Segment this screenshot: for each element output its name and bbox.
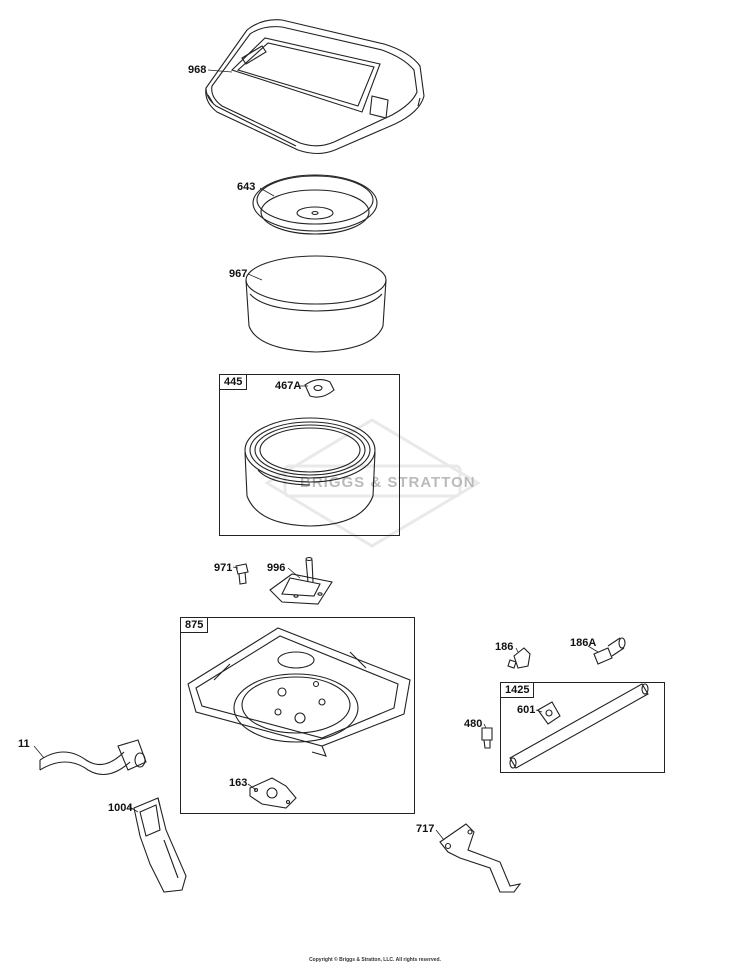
part-1425-tube	[509, 683, 649, 769]
part-643-screen	[252, 174, 378, 235]
part-717-bracket	[439, 823, 522, 893]
callout-643: 643	[237, 181, 256, 193]
callout-186: 186	[495, 641, 514, 653]
callout-11: 11	[18, 738, 30, 750]
part-163-gasket	[249, 777, 297, 809]
kit-box-445: 445	[219, 374, 400, 536]
part-186a-fitting	[593, 637, 626, 665]
kit-box-875: 875	[180, 617, 415, 814]
leader-lines	[33, 69, 599, 841]
copyright-footer: Copyright © Briggs & Stratton, LLC. All …	[309, 957, 441, 963]
callout-467a: 467A	[275, 380, 302, 392]
part-1004-duct	[133, 797, 187, 893]
part-11-hose	[39, 739, 147, 776]
callout-968: 968	[188, 64, 207, 76]
callout-971: 971	[214, 562, 233, 574]
part-875-base	[187, 627, 411, 757]
callout-996: 996	[267, 562, 286, 574]
part-445-filter	[244, 379, 376, 527]
callout-186a: 186A	[570, 637, 597, 649]
part-968-cover	[205, 19, 425, 155]
kit-label-1425: 1425	[501, 683, 535, 698]
part-186-fitting	[507, 647, 531, 669]
callout-717: 717	[416, 823, 435, 835]
kit-label-445: 445	[220, 375, 248, 390]
kit-box-1425: 1425	[500, 682, 665, 773]
callout-967: 967	[229, 268, 248, 280]
callout-480: 480	[464, 718, 483, 730]
part-996-bracket	[269, 556, 333, 605]
callout-1004: 1004	[108, 802, 133, 814]
kit-label-875: 875	[181, 618, 209, 633]
part-967-precleaner	[245, 255, 387, 353]
callout-163: 163	[229, 777, 248, 789]
callout-601: 601	[517, 704, 536, 716]
watermark-text: BRIGGS & STRATTON	[300, 474, 476, 491]
part-480-screw	[481, 727, 493, 749]
part-971-screw	[235, 563, 249, 585]
